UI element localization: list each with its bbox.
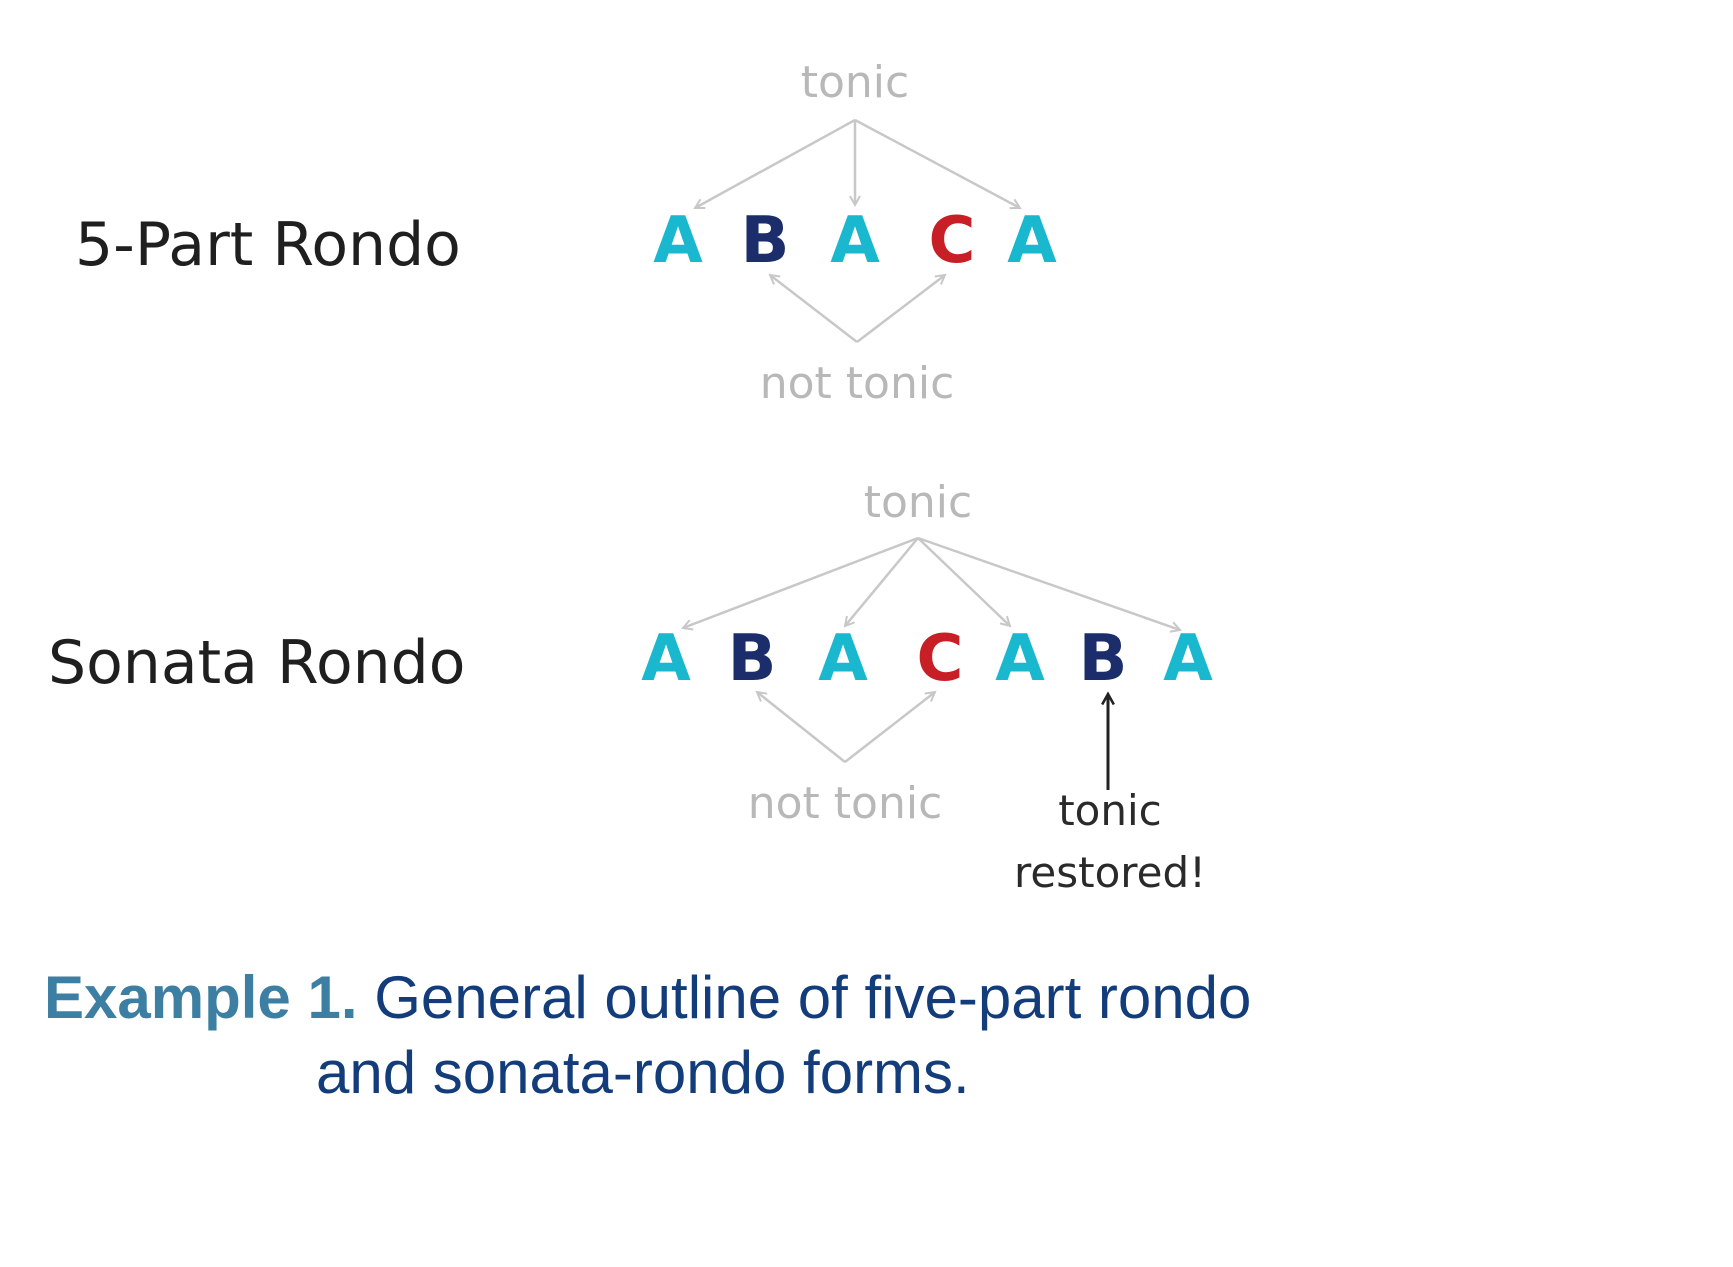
- section-letter: C: [917, 622, 964, 696]
- tonic-arrow-1: [683, 536, 919, 628]
- tonic-arrow-4: [917, 536, 1180, 630]
- section-letter: B: [1079, 622, 1128, 696]
- caption-text-line2: and sonata-rondo forms.: [316, 1039, 970, 1106]
- tonic-arrows: [683, 536, 1180, 630]
- section-letter: A: [995, 622, 1045, 696]
- section-letter: A: [818, 622, 868, 696]
- section-letter: B: [741, 204, 790, 278]
- not-tonic-arrows: [757, 692, 935, 763]
- row-label-five-part-rondo: 5-Part Rondo: [75, 210, 461, 280]
- tonic-arrows: [695, 118, 1020, 210]
- not-tonic-arrow-1: [770, 275, 858, 343]
- not-tonic-arrows: [770, 275, 945, 343]
- tonic-label: tonic: [864, 477, 972, 528]
- section-letter: A: [1163, 622, 1213, 696]
- section-letter: B: [728, 622, 777, 696]
- figure-caption: Example 1. General outline of five-part …: [44, 960, 1344, 1110]
- row-label-sonata-rondo: Sonata Rondo: [48, 628, 465, 698]
- tonic-arrow-3: [917, 537, 1010, 626]
- caption-example-label: Example 1.: [44, 964, 358, 1031]
- sonata-rondo-row: Sonata Rondo tonic A B A C A B A not ton…: [48, 477, 1213, 897]
- section-letter: A: [641, 622, 691, 696]
- not-tonic-arrow-2: [844, 692, 935, 763]
- section-letter: A: [830, 204, 880, 278]
- tonic-arrow-2: [845, 537, 919, 626]
- not-tonic-label: not tonic: [748, 778, 943, 829]
- tonic-restored-label-line2: restored!: [1014, 848, 1206, 897]
- section-letter: A: [653, 204, 703, 278]
- section-letters: A B A C A B A: [641, 622, 1213, 696]
- tonic-arrow-1: [695, 118, 856, 210]
- tonic-restored-label-line1: tonic: [1058, 786, 1162, 835]
- five-part-rondo-row: 5-Part Rondo tonic A B A C A not tonic: [75, 57, 1057, 409]
- not-tonic-label: not tonic: [760, 358, 955, 409]
- section-letter: A: [1007, 204, 1057, 278]
- not-tonic-arrow-2: [856, 275, 945, 343]
- tonic-label: tonic: [801, 57, 909, 108]
- section-letters: A B A C A: [653, 204, 1057, 278]
- tonic-arrow-3: [854, 118, 1020, 208]
- caption-text-line1: General outline of five-part rondo: [374, 964, 1252, 1031]
- not-tonic-arrow-1: [757, 692, 846, 763]
- section-letter: C: [929, 204, 976, 278]
